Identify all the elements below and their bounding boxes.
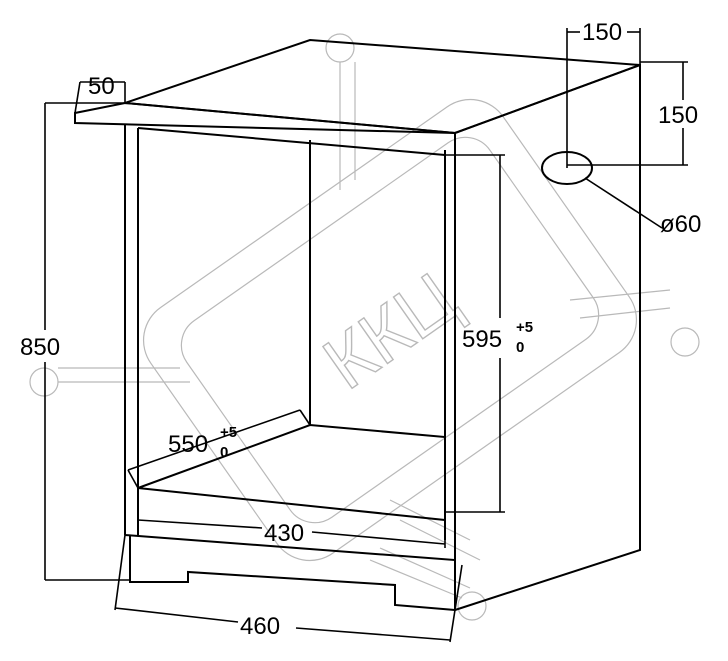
label-niche-depth-tol-lower: 0 (220, 444, 228, 461)
watermark-inner-frame (180, 136, 600, 524)
label-base-width: 460 (240, 613, 280, 640)
watermark-circle-left (29, 367, 59, 397)
niche-floor (137, 423, 446, 522)
label-niche-depth: 550 (168, 431, 208, 458)
label-niche-depth-tol-upper: +5 (220, 424, 237, 441)
plinth-top (124, 534, 456, 610)
watermark: ККЦ (29, 33, 700, 621)
label-niche-height: 595 (462, 326, 502, 353)
plinth-cutout (129, 535, 456, 611)
label-hole-diameter: ø60 (660, 211, 701, 238)
niche-top-edge (137, 127, 446, 156)
label-top-overhang: 50 (88, 73, 115, 100)
label-hole-x: 150 (582, 19, 622, 46)
dimension-labels: 50 850 150 150 ø60 595 +5 0 550 +5 0 430… (20, 19, 701, 640)
dimension-lines (44, 28, 688, 643)
cabinet-body (74, 38, 641, 611)
label-niche-width: 430 (264, 520, 304, 547)
watermark-text: ККЦ (309, 256, 472, 405)
label-niche-height-tol-upper: +5 (516, 319, 533, 336)
right-side-panel (454, 63, 641, 611)
watermark-circle-bottom (457, 591, 487, 621)
watermark-circle-right (670, 327, 700, 357)
watermark-outer-frame (142, 98, 638, 562)
countertop-top-face (124, 38, 641, 135)
countertop-front-edge (74, 101, 456, 134)
label-hole-y: 150 (658, 102, 698, 129)
watermark-circle-top (325, 33, 355, 63)
label-niche-height-tol-lower: 0 (516, 339, 524, 356)
label-height: 850 (20, 334, 60, 361)
